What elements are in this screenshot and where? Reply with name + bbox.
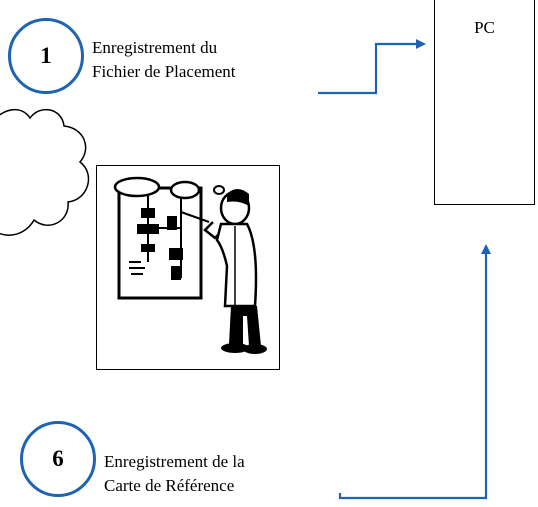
step-1-label: Enregistrement du Fichier de Placement: [92, 36, 236, 84]
step-6-label: Enregistrement de la Carte de Référence: [104, 450, 245, 498]
arrow-step1-to-pc: [318, 39, 426, 95]
step-1-label-line2: Fichier de Placement: [92, 62, 236, 81]
arrow-step6-to-pc: [338, 244, 491, 500]
pc-label: PC: [474, 18, 495, 37]
pc-box: PC: [434, 0, 535, 205]
cloud-icon: [0, 108, 90, 236]
step-1-label-line1: Enregistrement du: [92, 38, 218, 57]
engineer-picture: [96, 165, 280, 370]
step-1-number: 1: [40, 43, 52, 68]
step-6-label-line1: Enregistrement de la: [104, 452, 245, 471]
engineer-clipart-icon: [113, 176, 267, 354]
step-6-number: 6: [52, 446, 64, 471]
step-6-badge: 6: [20, 421, 96, 497]
step-6-label-line2: Carte de Référence: [104, 476, 235, 495]
step-1-badge: 1: [8, 18, 84, 94]
